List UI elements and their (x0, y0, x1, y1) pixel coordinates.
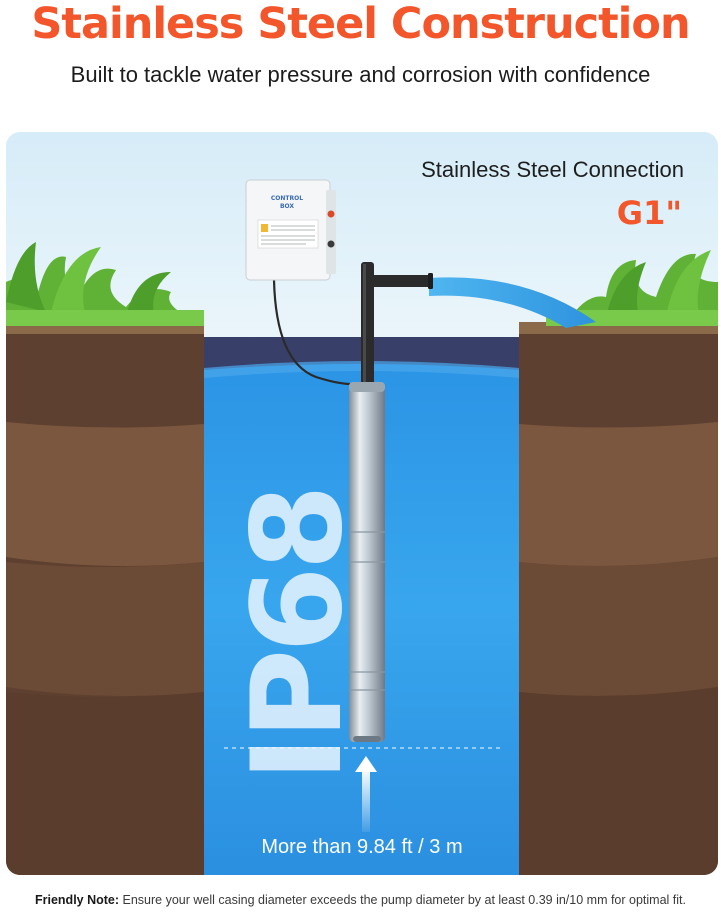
water-jet (429, 277, 596, 328)
page-title: Stainless Steel Construction (31, 0, 690, 49)
page-subtitle: Built to tackle water pressure and corro… (70, 62, 651, 87)
friendly-note-prefix: Friendly Note: (35, 893, 120, 907)
connection-label: Stainless Steel Connection (421, 157, 684, 182)
depth-label: More than 9.84 ft / 3 m (261, 836, 463, 858)
well-illustration: CONTROL BOX (6, 132, 718, 875)
control-box-label-1: CONTROL (271, 195, 303, 202)
friendly-note: Friendly Note: Ensure your well casing d… (0, 893, 721, 907)
ip68-rating: IP68 (226, 488, 370, 782)
discharge-pipe (361, 262, 433, 387)
left-grass (6, 242, 204, 326)
well-scene-graphic: CONTROL BOX (6, 132, 718, 875)
up-arrow-icon (355, 756, 377, 832)
left-soil-layers (6, 322, 204, 875)
control-box-label-2: BOX (280, 203, 294, 210)
connection-size: G1" (616, 194, 682, 232)
pump-body (349, 382, 385, 742)
power-cable (272, 279, 357, 386)
friendly-note-text: Ensure your well casing diameter exceeds… (119, 893, 686, 907)
control-box: CONTROL BOX (245, 179, 336, 281)
right-soil-layers (519, 322, 718, 875)
